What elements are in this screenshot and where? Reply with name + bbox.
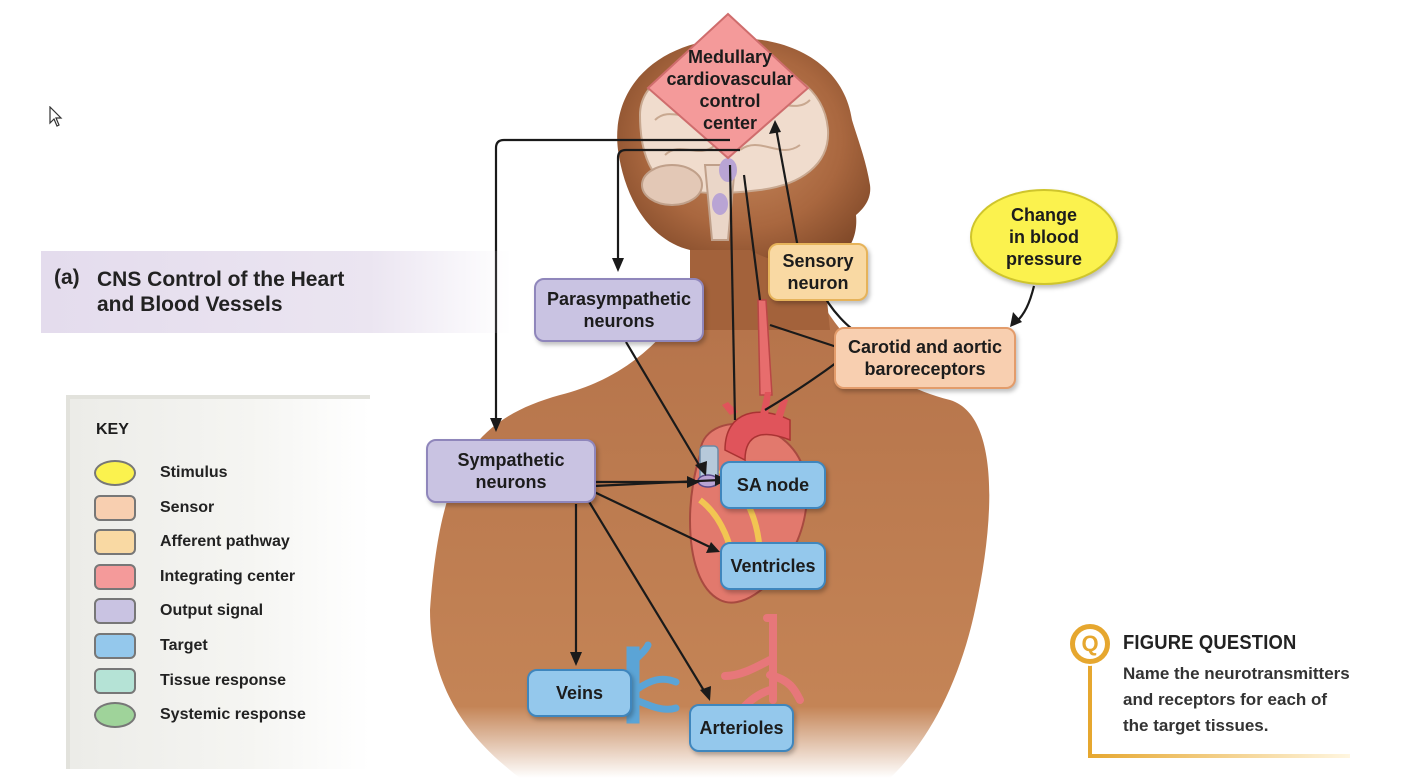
- arterioles-target: Arterioles: [689, 704, 794, 752]
- sensor-node: Carotid and aortic baroreceptors: [834, 327, 1016, 389]
- key-swatch: [94, 598, 136, 625]
- vein-drawing: [626, 641, 680, 724]
- title-banner: [41, 251, 511, 333]
- key-item-sensor: Sensor: [94, 494, 354, 525]
- key-label: Stimulus: [160, 464, 228, 481]
- integrating-center-diamond: [646, 12, 810, 160]
- key-label: Tissue response: [160, 671, 286, 689]
- key-swatch: [94, 494, 136, 521]
- sympathetic-node: Sympathetic neurons: [426, 439, 596, 503]
- integrating-center-label: Medullary cardiovascular control center: [666, 47, 794, 133]
- cerebellum: [641, 164, 703, 206]
- key-item-integrating-center: Integrating center: [94, 563, 354, 594]
- veins-target: Veins: [527, 669, 632, 717]
- pathway-lines: [494, 127, 1036, 695]
- stimulus-node: Change in blood pressure: [970, 189, 1118, 285]
- key-swatch: [94, 460, 136, 486]
- key-swatch: [94, 667, 136, 694]
- aortic-arch: [724, 411, 791, 462]
- key-swatch: [94, 633, 136, 659]
- ventricles-label: Ventricles: [730, 556, 816, 576]
- figure-title: CNS Control of the Heart and Blood Vesse…: [97, 268, 345, 316]
- arterioles-label: Arterioles: [699, 718, 784, 738]
- parasympathetic-node: Parasympathetic neurons: [534, 278, 704, 342]
- key-title: KEY: [96, 421, 129, 438]
- sa-node-target: SA node: [720, 461, 826, 509]
- key-swatch: [94, 563, 136, 590]
- sa-node-label: SA node: [736, 475, 810, 495]
- sensor-label: Carotid and aortic baroreceptors: [847, 337, 1003, 379]
- key-item-tissue-response: Tissue response: [94, 667, 354, 698]
- key-label: Integrating center: [160, 567, 296, 585]
- afferent-node: Sensory neuron: [768, 243, 868, 301]
- stimulus-label: Change in blood pressure: [1005, 205, 1083, 269]
- figure-question-rule-horizontal: [1088, 754, 1350, 758]
- key-item-systemic-response: Systemic response: [94, 702, 354, 732]
- parasympathetic-label: Parasympathetic neurons: [546, 289, 692, 331]
- key-swatch: [94, 702, 136, 729]
- ventricles-target: Ventricles: [720, 542, 826, 590]
- pathway-arrowheads: [490, 120, 1022, 701]
- medulla-nucleus-2: [712, 193, 728, 215]
- figure-letter: (a): [54, 266, 80, 289]
- figure-question-body: Name the neurotransmitters and receptors…: [1123, 664, 1350, 735]
- key-label: Systemic response: [160, 706, 306, 724]
- key-swatch: [94, 529, 136, 556]
- key-label: Output signal: [160, 602, 264, 620]
- figure-question-rule-vertical: [1088, 656, 1092, 758]
- key-item-afferent-pathway: Afferent pathway: [94, 529, 354, 559]
- key-item-output-signal: Output signal: [94, 598, 354, 628]
- key-item-stimulus: Stimulus: [94, 460, 354, 490]
- question-q-glyph: Q: [1075, 629, 1105, 659]
- key-label: Sensor: [160, 498, 215, 516]
- arteriole-drawing: [721, 614, 804, 716]
- key-label: Afferent pathway: [160, 533, 290, 551]
- mouse-pointer-icon: [49, 106, 63, 127]
- question-q-icon: Q: [1068, 622, 1112, 666]
- key-item-target: Target: [94, 633, 354, 663]
- medulla-nucleus-1: [719, 158, 737, 182]
- carotid-artery: [757, 299, 773, 396]
- veins-label: Veins: [555, 683, 604, 703]
- figure-question-title: FIGURE QUESTION: [1123, 632, 1297, 654]
- afferent-label: Sensory neuron: [782, 251, 854, 293]
- key-label: Target: [160, 637, 208, 654]
- sympathetic-label: Sympathetic neurons: [457, 450, 565, 492]
